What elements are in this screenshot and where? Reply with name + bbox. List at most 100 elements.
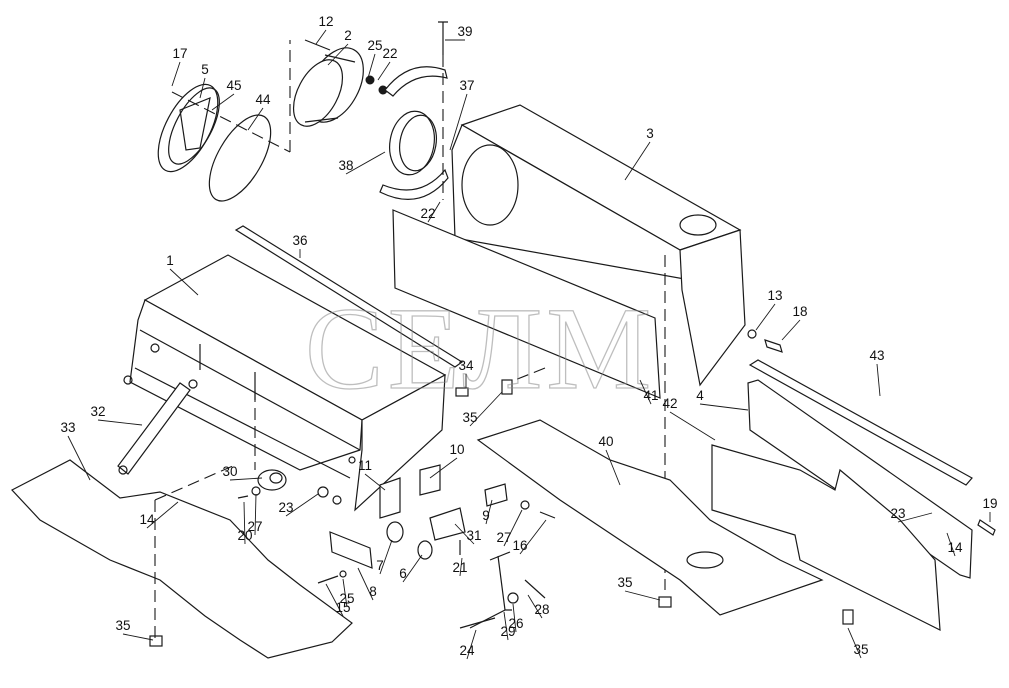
leader-line-15	[325, 583, 344, 617]
frame-4	[747, 379, 973, 579]
leader-line-6	[402, 554, 423, 583]
leader-line-8	[357, 567, 374, 601]
callout-17: 17	[172, 46, 187, 61]
leader-line-23	[897, 512, 933, 523]
callout-12: 12	[318, 14, 333, 29]
callout-37: 37	[459, 78, 474, 93]
callout-14: 14	[947, 540, 963, 555]
callout-39: 39	[457, 24, 472, 39]
leader-line-45	[211, 93, 235, 111]
callout-31: 31	[466, 528, 481, 543]
leader-line-25	[342, 578, 348, 608]
bolt-20	[237, 495, 249, 499]
callout-44: 44	[255, 92, 271, 107]
callout-35: 35	[853, 642, 868, 657]
callout-35: 35	[617, 575, 632, 590]
leader-line-26	[512, 603, 517, 633]
knob-6	[417, 540, 433, 560]
bolt-16	[539, 511, 556, 519]
leader-line-13	[755, 303, 776, 331]
leader-line-11	[364, 473, 386, 491]
callout-45: 45	[226, 78, 241, 93]
bracket-9	[484, 483, 508, 507]
leader-line-9	[485, 499, 493, 525]
ring-2	[292, 47, 364, 127]
callout-6: 6	[399, 566, 407, 581]
leader-line-30	[229, 477, 263, 481]
callout-23: 23	[278, 500, 293, 515]
leader-line-40	[605, 449, 621, 486]
bolt-19	[977, 519, 996, 536]
leader-line-18	[781, 319, 801, 341]
bolt-15	[317, 575, 339, 584]
callout-25: 25	[339, 591, 354, 606]
leader-line-27	[503, 509, 523, 547]
callout-20: 20	[237, 528, 252, 543]
clip-35-b	[658, 596, 672, 608]
leader-line-7	[379, 539, 393, 575]
callout-5: 5	[201, 62, 209, 77]
leader-line-4	[699, 403, 749, 411]
leader-line-31	[454, 523, 475, 545]
leader-line-20	[243, 501, 246, 545]
callout-32: 32	[90, 404, 105, 419]
washer-27b	[520, 500, 530, 510]
callout-10: 10	[449, 442, 464, 457]
callout-7: 7	[376, 558, 384, 573]
washer-25	[339, 570, 347, 578]
part-34	[455, 387, 469, 397]
callout-40: 40	[598, 434, 613, 449]
leader-line-24	[466, 629, 477, 660]
callout-24: 24	[459, 643, 475, 658]
washer-26	[507, 592, 519, 604]
callout-27: 27	[247, 519, 262, 534]
callout-27: 27	[496, 530, 511, 545]
callout-1: 1	[166, 253, 174, 268]
leader-line-2	[327, 43, 349, 66]
callout-28: 28	[534, 602, 549, 617]
callout-16: 16	[512, 538, 527, 553]
callout-43: 43	[869, 348, 884, 363]
callout-13: 13	[767, 288, 782, 303]
housing-1	[123, 254, 447, 512]
callout-15: 15	[335, 600, 350, 615]
leader-line-44	[247, 107, 264, 131]
gas-spring-32	[117, 379, 198, 475]
bracket-11	[379, 477, 401, 519]
pin-28	[524, 579, 546, 599]
callout-11: 11	[358, 458, 372, 473]
leader-line-27	[254, 493, 257, 536]
callout-21: 21	[452, 560, 467, 575]
leader-line-29	[503, 611, 509, 641]
callout-33: 33	[60, 420, 75, 435]
callout-3: 3	[646, 126, 654, 141]
callout-42: 42	[662, 396, 677, 411]
leader-line-32	[97, 419, 143, 426]
leader-line-35	[847, 627, 862, 659]
leader-line-22	[377, 61, 391, 81]
pin-24	[459, 617, 496, 629]
pin-12	[304, 39, 331, 51]
roller-30	[257, 469, 287, 491]
sheet-42	[711, 444, 941, 632]
leader-line-3	[624, 141, 651, 181]
callout-29: 29	[500, 624, 515, 639]
callout-2: 2	[344, 28, 352, 43]
leader-line-42	[669, 411, 716, 441]
ring-5	[157, 83, 220, 173]
leader-line-37	[449, 93, 468, 151]
leader-line-38	[345, 151, 386, 175]
bolt-39	[438, 21, 448, 55]
rod-36	[234, 225, 464, 368]
callout-22: 22	[382, 46, 397, 61]
callout-34: 34	[458, 358, 474, 373]
clip-35-d	[501, 379, 513, 395]
bottom-panel-33	[11, 459, 353, 659]
callout-35: 35	[115, 618, 130, 633]
leader-line-43	[876, 363, 881, 397]
leader-line-35	[624, 590, 661, 601]
plate-8	[329, 531, 373, 569]
callout-23: 23	[890, 506, 905, 521]
leader-line-12	[315, 29, 327, 45]
